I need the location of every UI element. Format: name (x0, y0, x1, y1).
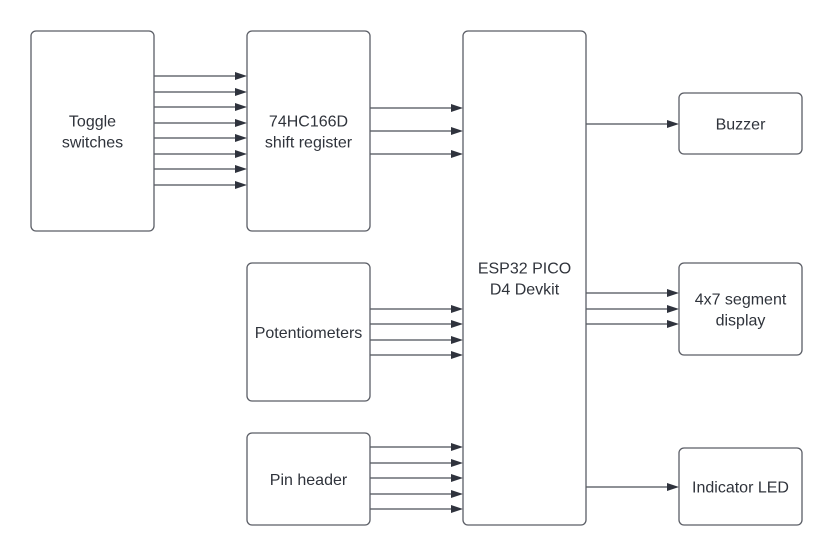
arrow-pots-esp32 (370, 320, 463, 328)
block-display-box (678, 262, 803, 356)
arrowhead-icon (451, 336, 463, 344)
connections-layer (154, 72, 679, 513)
block-led-box (678, 447, 803, 526)
arrow-toggle-shiftreg (154, 103, 247, 111)
arrow-toggle-shiftreg (154, 88, 247, 96)
arrow-toggle-shiftreg (154, 165, 247, 173)
block-led-label: Indicator LED (692, 480, 789, 497)
block-display: 4x7 segment display (678, 262, 803, 356)
arrow-toggle-shiftreg (154, 150, 247, 158)
arrow-esp32-display (586, 305, 679, 313)
arrow-pinheader-esp32 (370, 443, 463, 451)
block-shiftreg-label: shift register (265, 135, 353, 152)
arrowhead-icon (451, 104, 463, 112)
block-buzzer-label: Buzzer (716, 117, 766, 134)
block-pots-label: Potentiometers (255, 325, 363, 342)
arrow-pinheader-esp32 (370, 474, 463, 482)
arrow-esp32-display (586, 320, 679, 328)
arrowhead-icon (667, 483, 679, 491)
block-shiftreg: 74HC166D shift register (246, 30, 371, 232)
block-esp32-box (462, 30, 587, 526)
arrowhead-icon (235, 181, 247, 189)
blocks-layer: Toggle switches 74HC166D shift registerPote… (30, 30, 803, 526)
arrowhead-icon (235, 150, 247, 158)
block-toggle: Toggle switches (30, 30, 155, 232)
arrowhead-icon (451, 305, 463, 313)
arrowhead-icon (235, 103, 247, 111)
arrowhead-icon (451, 474, 463, 482)
block-pinheader: Pin header (246, 432, 371, 526)
arrowhead-icon (451, 490, 463, 498)
block-buzzer: Buzzer (678, 92, 803, 155)
arrowhead-icon (235, 134, 247, 142)
arrowhead-icon (235, 72, 247, 80)
arrowhead-icon (667, 320, 679, 328)
arrow-pots-esp32 (370, 305, 463, 313)
arrow-toggle-shiftreg (154, 134, 247, 142)
block-toggle-label: Toggle (69, 114, 116, 131)
block-pots-box (246, 262, 371, 402)
arrow-pinheader-esp32 (370, 490, 463, 498)
arrow-toggle-shiftreg (154, 72, 247, 80)
arrow-toggle-shiftreg (154, 119, 247, 127)
block-toggle-label: switches (62, 135, 123, 152)
block-pinheader-label: Pin header (270, 472, 348, 489)
block-led: Indicator LED (678, 447, 803, 526)
arrowhead-icon (451, 505, 463, 513)
block-shiftreg-label: 74HC166D (269, 114, 348, 131)
block-esp32: ESP32 PICO D4 Devkit (462, 30, 587, 526)
block-display-label: display (716, 313, 766, 330)
block-esp32-label: D4 Devkit (490, 282, 560, 299)
arrowhead-icon (235, 119, 247, 127)
arrowhead-icon (451, 150, 463, 158)
arrowhead-icon (667, 289, 679, 297)
arrowhead-icon (235, 165, 247, 173)
arrow-shiftreg-esp32 (370, 150, 463, 158)
arrow-toggle-shiftreg (154, 181, 247, 189)
block-esp32-label: ESP32 PICO (478, 261, 571, 278)
arrowhead-icon (451, 351, 463, 359)
arrow-pinheader-esp32 (370, 459, 463, 467)
arrowhead-icon (451, 127, 463, 135)
arrow-shiftreg-esp32 (370, 127, 463, 135)
block-display-label: 4x7 segment (695, 292, 787, 309)
block-pots: Potentiometers (246, 262, 371, 402)
block-pinheader-box (246, 432, 371, 526)
arrow-pinheader-esp32 (370, 505, 463, 513)
arrowhead-icon (235, 88, 247, 96)
block-buzzer-box (678, 92, 803, 155)
arrowhead-icon (667, 305, 679, 313)
block-toggle-box (30, 30, 155, 232)
arrow-esp32-led (586, 483, 679, 491)
block-shiftreg-box (246, 30, 371, 232)
arrow-esp32-display (586, 289, 679, 297)
arrow-pots-esp32 (370, 351, 463, 359)
arrowhead-icon (667, 120, 679, 128)
arrow-esp32-buzzer (586, 120, 679, 128)
arrowhead-icon (451, 459, 463, 467)
arrow-pots-esp32 (370, 336, 463, 344)
arrowhead-icon (451, 320, 463, 328)
arrowhead-icon (451, 443, 463, 451)
arrow-shiftreg-esp32 (370, 104, 463, 112)
